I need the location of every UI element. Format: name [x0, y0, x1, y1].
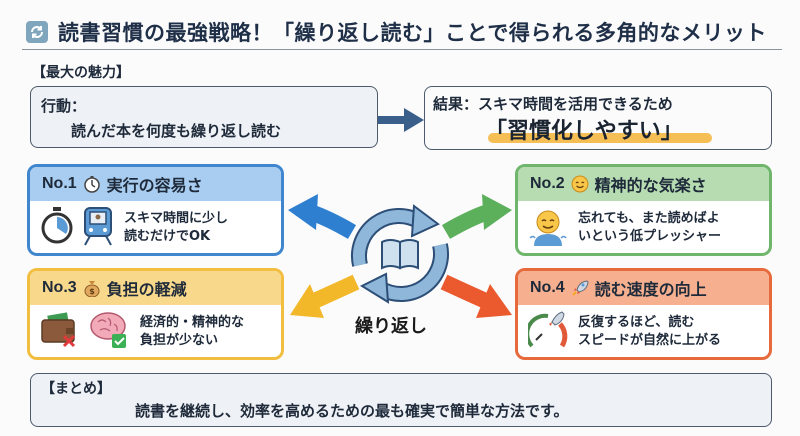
card-text-line1: 忘れても、また読めばよ	[578, 211, 720, 226]
highlight-marker	[488, 133, 712, 143]
merit-card-3: No.3 $ 負担の軽減 経済的・精神的な 負担が少ない	[27, 268, 284, 360]
relaxed-person-icon	[528, 206, 568, 250]
card-header: No.1 実行の容易さ	[30, 167, 281, 201]
card-text-line1: スキマ時間に少し	[124, 211, 229, 226]
train-icon	[82, 206, 114, 250]
card-title: 実行の容易さ	[106, 176, 203, 195]
page-title: 読書習慣の最強戦略！「繰り返し読む」ことで得られる多角的なメリット	[58, 20, 767, 45]
refresh-icon	[26, 20, 48, 43]
title-bar: 読書習慣の最強戦略！「繰り返し読む」ことで得られる多角的なメリット	[22, 14, 782, 50]
card-text-line2: 読むだけでOK	[124, 229, 211, 244]
svg-text:$: $	[89, 287, 95, 296]
card-header: No.4 読む速度の向上	[518, 271, 769, 305]
result-label: 結果：スキマ時間を活用できるため	[433, 95, 673, 113]
card-text-line1: 経済的・精神的な	[140, 315, 245, 330]
arrow-to-card-4	[440, 274, 512, 318]
summary-box: 【まとめ】 読書を継続し、効率を高めるための最も確実で簡単な方法です。	[30, 373, 772, 427]
arrow-to-card-2	[441, 194, 512, 239]
money-bag-icon: $	[83, 279, 101, 297]
summary-text: 読書を継続し、効率を高めるための最も確実で簡単な方法です。	[135, 402, 569, 420]
brain-icon	[88, 310, 130, 354]
action-box: 行動： 読んだ本を何度も繰り返し読む	[30, 86, 378, 148]
card-text-line2: スピードが自然に上がる	[578, 333, 722, 348]
center-label: 繰り返し	[355, 316, 427, 337]
result-box: 結果：スキマ時間を活用できるため 「習慣化しやすい」	[424, 86, 772, 150]
arrow-right-icon	[378, 108, 424, 132]
merit-card-4: No.4 読む速度の向上 反復するほど、読む スピードが自然に上がる	[515, 268, 772, 360]
cycle-arrows-icon	[351, 204, 449, 304]
stopwatch-icon	[83, 175, 101, 193]
arrow-to-card-3	[290, 274, 360, 318]
card-number: No.1	[42, 175, 77, 192]
section-label-best-appeal: 【最大の魅力】	[32, 65, 130, 81]
merit-card-1: No.1 実行の容易さ スキマ時間に少し 読むだけでOK	[27, 164, 284, 256]
merit-card-2: No.2 精神的な気楽さ 忘れても、また読めばよ いという低プレッシャー	[515, 164, 772, 256]
card-number: No.3	[42, 279, 77, 296]
stopwatch-icon	[40, 206, 74, 250]
rocket-icon	[571, 279, 589, 297]
wallet-icon	[40, 310, 80, 354]
card-number: No.4	[530, 279, 565, 296]
summary-label: 【まとめ】	[41, 381, 111, 397]
card-text-line2: 負担が少ない	[140, 333, 219, 348]
card-title: 精神的な気楽さ	[594, 176, 707, 195]
card-text-line2: いという低プレッシャー	[578, 229, 722, 244]
card-header: No.3 $ 負担の軽減	[30, 271, 281, 305]
book-icon	[381, 239, 419, 270]
card-text-line1: 反復するほど、読む	[578, 315, 695, 330]
center-diagram	[288, 194, 512, 318]
card-header: No.2 精神的な気楽さ	[518, 167, 769, 201]
card-title: 読む速度の向上	[594, 280, 707, 299]
result-text: 「習慣化しやすい」	[485, 119, 683, 144]
card-number: No.2	[530, 175, 565, 192]
speedometer-rocket-icon	[525, 310, 568, 354]
action-text: 読んだ本を何度も繰り返し読む	[71, 122, 282, 140]
card-title: 負担の軽減	[106, 280, 187, 299]
action-label: 行動：	[41, 97, 87, 115]
arrow-to-card-1	[288, 194, 357, 239]
smile-icon	[571, 175, 589, 193]
